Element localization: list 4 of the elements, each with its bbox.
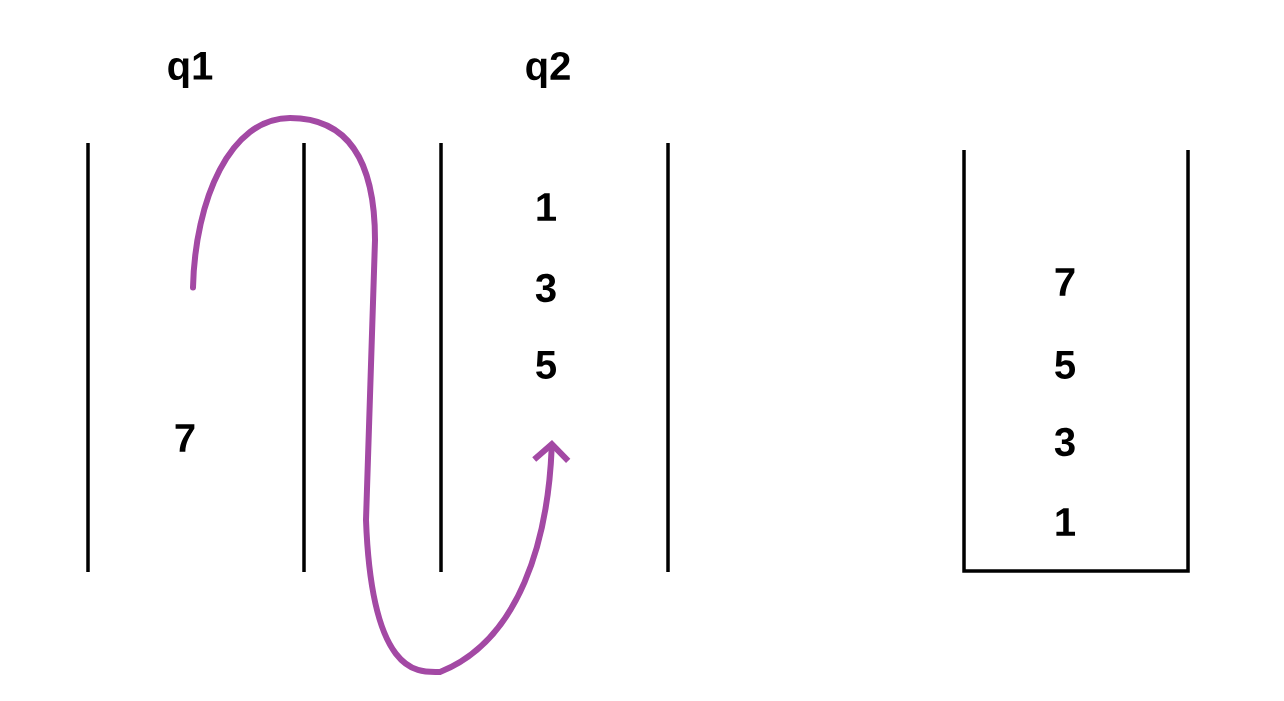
queue-lane: q1 7	[86, 52, 306, 572]
stack-container: 7 5 3 1	[962, 150, 1190, 573]
arrow	[190, 115, 571, 676]
queue-lane: q2 1 3 5	[439, 51, 670, 572]
